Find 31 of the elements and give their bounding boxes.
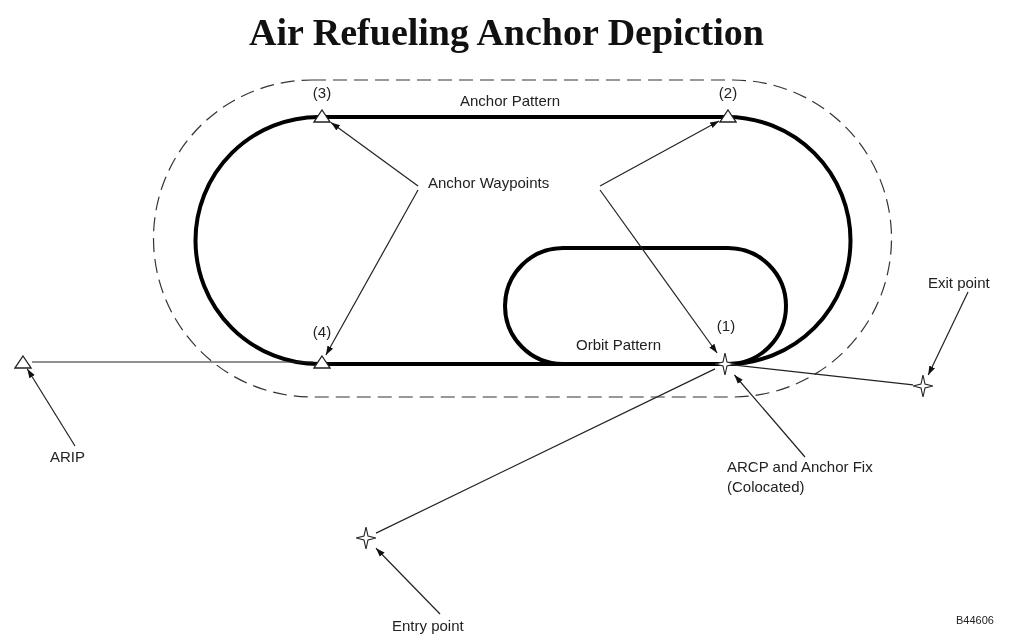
waypoint-triangle-icon bbox=[719, 109, 737, 123]
waypoint-number: (3) bbox=[311, 83, 333, 103]
leader-arrow bbox=[26, 368, 76, 447]
waypoint-number: (2) bbox=[717, 83, 739, 103]
leader-arrow bbox=[927, 291, 969, 376]
waypoint-triangle-icon bbox=[14, 355, 32, 369]
fix-star-icon bbox=[913, 375, 933, 397]
route-line bbox=[734, 364, 914, 386]
waypoint-number: (1) bbox=[715, 316, 737, 336]
pattern-label: Anchor Pattern bbox=[460, 91, 561, 111]
callout-label: Anchor Waypoints bbox=[428, 173, 550, 193]
fix-star-icon bbox=[715, 353, 735, 375]
callout-label: Exit point bbox=[928, 273, 990, 293]
leader-arrow bbox=[330, 121, 419, 187]
waypoint-triangle-icon bbox=[313, 109, 331, 123]
callout-label: ARIP bbox=[50, 447, 85, 467]
callout-label: ARCP and Anchor Fix (Colocated) bbox=[727, 457, 902, 496]
fix-star-icon bbox=[356, 527, 376, 549]
waypoint-triangle-icon bbox=[313, 355, 331, 369]
leader-arrow bbox=[375, 547, 441, 615]
leader-arrow bbox=[325, 189, 419, 356]
leader-arrow bbox=[599, 189, 718, 354]
leader-arrow bbox=[733, 374, 806, 458]
pattern-label: Orbit Pattern bbox=[576, 335, 662, 355]
leader-arrow bbox=[599, 120, 720, 187]
route-line bbox=[375, 368, 716, 534]
figure-number: B44606 bbox=[956, 613, 994, 628]
callout-label: Entry point bbox=[392, 616, 464, 635]
waypoint-number: (4) bbox=[311, 322, 333, 342]
route-line bbox=[31, 361, 314, 363]
title: Air Refueling Anchor Depiction bbox=[248, 10, 765, 54]
